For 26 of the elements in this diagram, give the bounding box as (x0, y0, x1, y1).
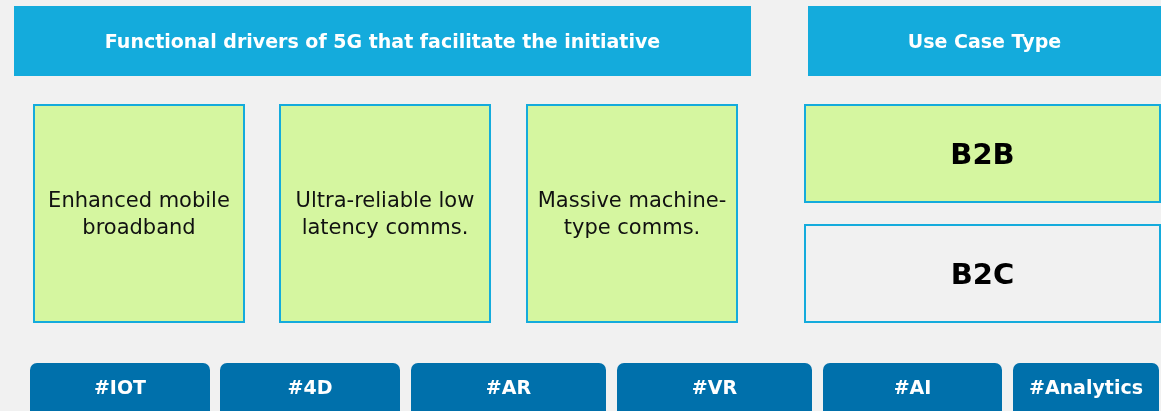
node-text: #AR (485, 376, 532, 398)
node-text: Functional drivers of 5G that facilitate the initiative (104, 30, 661, 52)
node-text: #Analytics (1028, 376, 1143, 398)
node-text: Massive machine-type comms. (536, 187, 728, 240)
hashtag-tab (220, 363, 400, 411)
hashtag-tab (30, 363, 210, 411)
node-text: #AI (893, 376, 932, 398)
node-text: Ultra-reliable low latency comms. (294, 187, 476, 240)
driver-box (33, 104, 245, 323)
use-case-box (804, 224, 1161, 323)
node-text: B2C (950, 256, 1015, 291)
header-band (14, 6, 751, 76)
driver-box (526, 104, 738, 323)
node-text: #VR (691, 376, 738, 398)
hashtag-tab (823, 363, 1002, 411)
hashtag-tab (617, 363, 812, 411)
node-text: #4D (287, 376, 333, 398)
node-text: #IOT (93, 376, 147, 398)
hashtag-tab (411, 363, 606, 411)
hashtag-tab (1013, 363, 1159, 411)
node-text: Enhanced mobile broadband (47, 187, 231, 240)
use-case-box (804, 104, 1161, 203)
header-band (808, 6, 1161, 76)
driver-box (279, 104, 491, 323)
node-text: B2B (950, 136, 1015, 171)
node-text: Use Case Type (907, 30, 1062, 52)
